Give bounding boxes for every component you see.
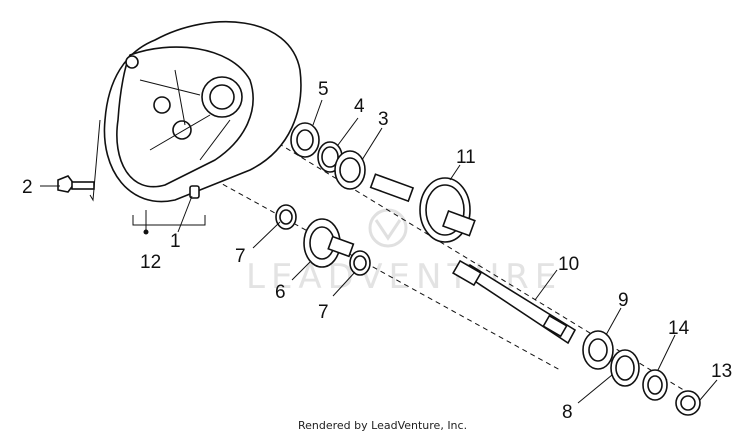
- callout-13: 13: [711, 361, 732, 382]
- footer-credit: Rendered by LeadVenture, Inc.: [298, 419, 467, 432]
- bushing-13: [675, 390, 701, 416]
- callout-1: 1: [170, 231, 181, 252]
- washer-7-upper: [275, 204, 297, 230]
- callout-8: 8: [562, 402, 573, 423]
- dowel-pin: [189, 185, 200, 199]
- callout-labels: 1 2 3 4 5 6 7 7 8 9 10 11 12 13 14: [22, 79, 732, 423]
- callout-6: 6: [275, 282, 286, 303]
- callout-4: 4: [354, 96, 365, 117]
- shim-8: [610, 349, 640, 387]
- callout-2: 2: [22, 177, 33, 198]
- gear-6: [303, 218, 355, 268]
- callout-12: 12: [140, 252, 161, 273]
- callout-3: 3: [378, 109, 389, 130]
- callout-10: 10: [558, 254, 579, 275]
- housing-cover: [103, 20, 302, 203]
- bearing-9: [582, 330, 614, 370]
- callout-7-lower: 7: [318, 302, 329, 323]
- leader-dot: [143, 229, 149, 235]
- bearing-5: [290, 122, 320, 158]
- callout-7-upper: 7: [235, 246, 246, 267]
- callout-11: 11: [456, 147, 476, 168]
- assembly-axis-lines: [214, 119, 701, 401]
- washer-7-lower: [349, 250, 371, 276]
- seal-14: [642, 369, 668, 401]
- output-shaft-10: [452, 259, 577, 345]
- callout-9: 9: [618, 290, 629, 311]
- callout-5: 5: [318, 79, 329, 100]
- hex-bolt: [57, 175, 95, 193]
- watermark-text: LEADVENTURE: [246, 257, 562, 297]
- watermark-logo-icon: [368, 208, 408, 248]
- leader-lines: [40, 99, 718, 404]
- washer-3: [334, 150, 366, 190]
- callout-14: 14: [668, 318, 690, 339]
- gear-shaft-11: [369, 173, 476, 243]
